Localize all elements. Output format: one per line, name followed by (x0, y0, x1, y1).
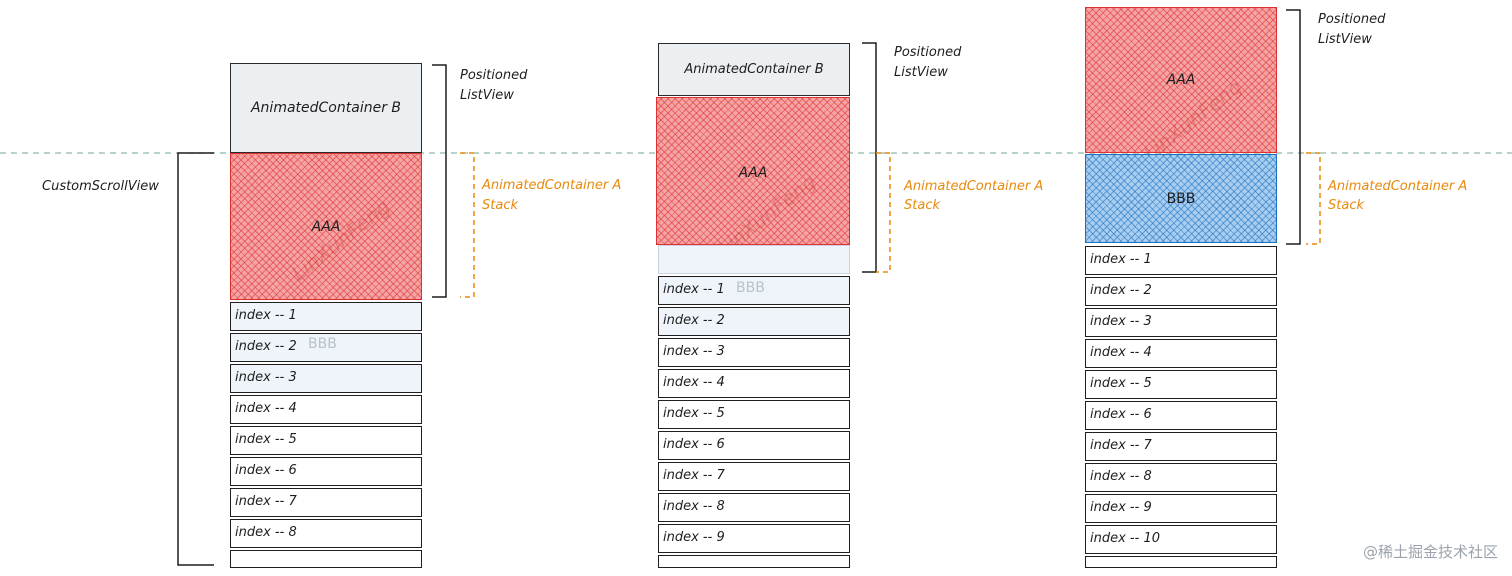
list-item: index -- 5 (1085, 370, 1277, 399)
bbb-box-2 (658, 245, 850, 274)
list-item: index -- 8 (230, 519, 422, 548)
aaa-label-1: AAA (311, 218, 341, 235)
list-item: index -- 2 (1085, 277, 1277, 306)
animated-container-a-label-2: AnimatedContainer A (904, 179, 1044, 194)
footer-credit: @稀土掘金技术社区 (1362, 543, 1498, 561)
list-item: index -- 8 (1085, 463, 1277, 492)
aaa-box-2: AAA (656, 97, 850, 245)
positioned-label-2: Positioned (894, 45, 962, 60)
list-item: index -- 9 (1085, 494, 1277, 523)
aaa-box-1: AAA (230, 153, 422, 300)
list-item: index -- 5 (658, 400, 850, 429)
list-item: index -- 3 (658, 338, 850, 367)
list-item: index -- 3 (230, 364, 422, 393)
list-item: index -- 7 (658, 462, 850, 491)
list-item: index -- 2 (230, 333, 422, 362)
list-item: index -- 6 (230, 457, 422, 486)
list-item: index -- 7 (230, 488, 422, 517)
bbb-ghost-label-2: BBB (736, 280, 765, 296)
list-item: index -- 6 (658, 431, 850, 460)
animated-container-a-label-3: AnimatedContainer A (1328, 179, 1468, 194)
positioned-label-3: Positioned (1318, 12, 1386, 27)
list-item: index -- 10 (1085, 525, 1277, 554)
aaa-label-3: AAA (1166, 72, 1196, 88)
positioned-bracket-2 (862, 42, 877, 273)
animated-container-a-label-1: AnimatedContainer A (482, 178, 622, 193)
list-item: index -- 4 (230, 395, 422, 424)
positioned-bracket-3 (1286, 9, 1301, 245)
positioned-label-1: Positioned (460, 68, 528, 83)
bbb-label-3: BBB (1166, 190, 1196, 207)
stack-label-2: Stack (904, 198, 940, 213)
list-item: index -- 1 (658, 276, 850, 305)
animated-container-b-label-1: AnimatedContainer B (250, 100, 401, 116)
bbb-box-3: BBB (1085, 154, 1277, 243)
stack-label-3: Stack (1328, 198, 1364, 213)
list-tail-2 (658, 555, 850, 568)
customscrollview-bracket (177, 152, 214, 566)
customscrollview-label: CustomScrollView (42, 179, 159, 194)
list-item: index -- 3 (1085, 308, 1277, 337)
list-item: index -- 4 (1085, 339, 1277, 368)
aaa-box-3: AAA (1085, 7, 1277, 153)
aaa-label-2: AAA (738, 165, 768, 181)
list-item: index -- 1 (230, 302, 422, 331)
list-item: index -- 2 (658, 307, 850, 336)
stack-bracket-1 (460, 152, 475, 298)
stack-bracket-3 (1306, 152, 1321, 245)
positioned-bracket-1 (432, 64, 447, 298)
list-item: index -- 1 (1085, 246, 1277, 275)
list-item: index -- 7 (1085, 432, 1277, 461)
listview-label-1: ListView (460, 88, 514, 103)
list-tail-1 (230, 550, 422, 568)
stack-bracket-2 (876, 152, 891, 273)
stack-label-1: Stack (482, 198, 518, 213)
animated-container-b-box-1: AnimatedContainer B (230, 63, 422, 153)
animated-container-b-label-2: AnimatedContainer B (684, 62, 824, 77)
list-item: index -- 8 (658, 493, 850, 522)
list-tail-3 (1085, 556, 1277, 568)
list-item: index -- 5 (230, 426, 422, 455)
list-item: index -- 6 (1085, 401, 1277, 430)
list-item: index -- 4 (658, 369, 850, 398)
animated-container-b-box-2: AnimatedContainer B (658, 43, 850, 96)
listview-label-2: ListView (894, 65, 948, 80)
bbb-ghost-label-1: BBB (308, 336, 337, 352)
listview-label-3: ListView (1318, 32, 1372, 47)
list-item: index -- 9 (658, 524, 850, 553)
